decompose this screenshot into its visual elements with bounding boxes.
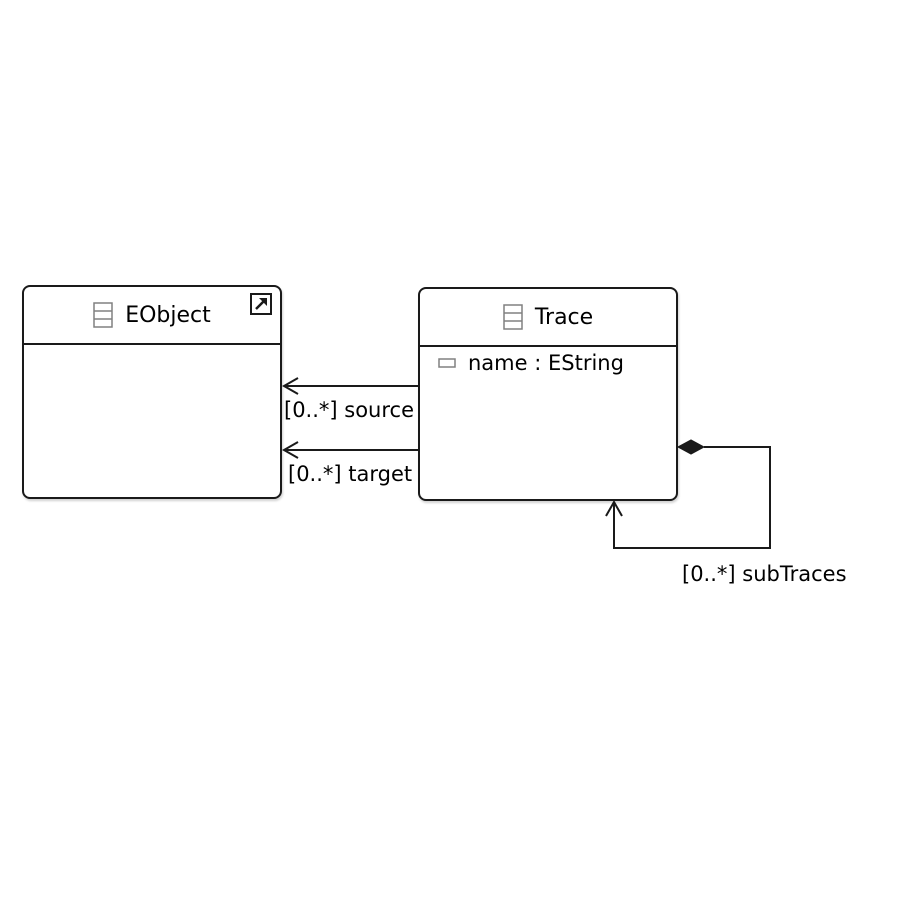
eattribute-icon <box>438 358 456 368</box>
eclass-icon <box>503 304 523 330</box>
shortcut-arrow-icon <box>250 293 272 315</box>
open-arrowhead-icon <box>281 441 299 459</box>
composition-diamond-icon <box>676 439 706 455</box>
class-header-trace: Trace <box>420 289 676 347</box>
eclass-icon <box>93 302 113 328</box>
class-name: Trace <box>534 304 594 330</box>
containment-subtraces-edge[interactable] <box>605 439 771 549</box>
open-arrowhead-icon <box>605 499 623 517</box>
class-box-eobject[interactable]: EObject <box>22 285 282 499</box>
open-arrowhead-icon <box>281 377 299 395</box>
class-box-trace[interactable]: Trace name : EString <box>418 287 678 501</box>
reference-label-target: [0..*] target <box>288 462 413 486</box>
reference-target-edge[interactable] <box>281 441 418 459</box>
attribute-row[interactable]: name : EString <box>438 351 624 375</box>
reference-label-subtraces: [0..*] subTraces <box>682 562 847 586</box>
class-name: EObject <box>125 302 211 328</box>
reference-label-source: [0..*] source <box>284 398 415 422</box>
reference-source-edge[interactable] <box>281 377 418 395</box>
class-header-eobject: EObject <box>24 287 280 345</box>
attribute-label: name : EString <box>468 351 624 375</box>
